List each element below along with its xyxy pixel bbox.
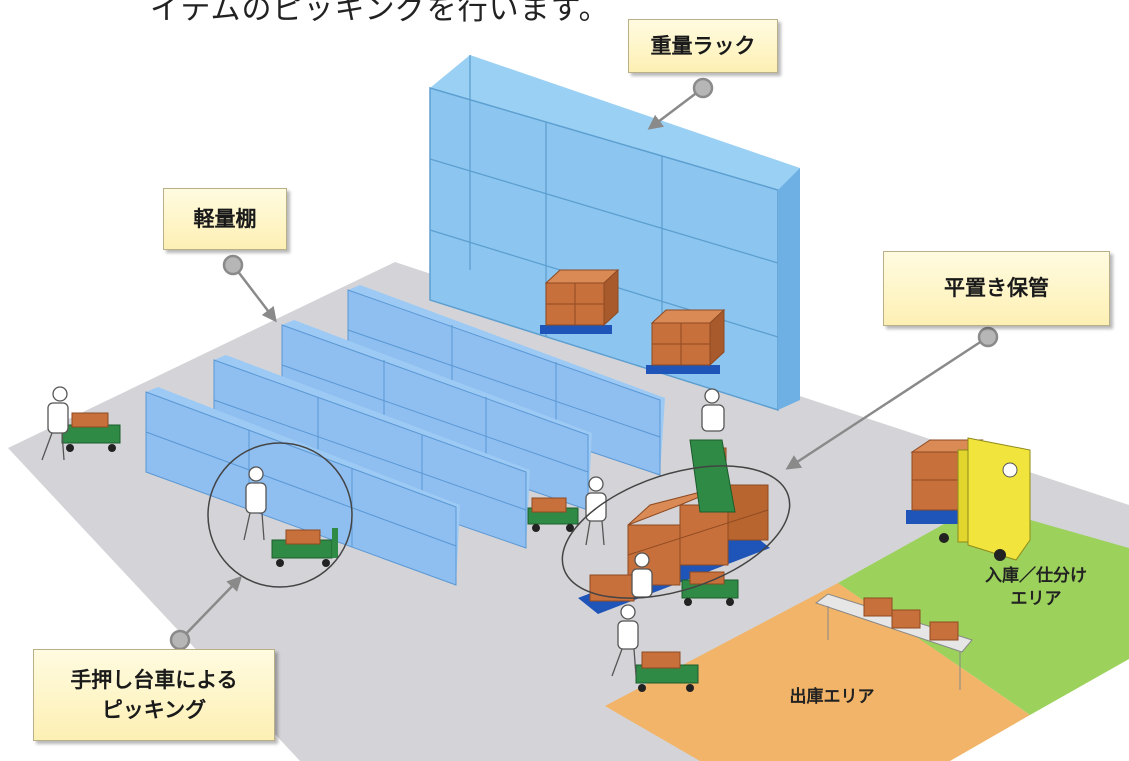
callout-pointers [169, 77, 999, 651]
floor-storage-pallets [578, 439, 770, 614]
callout-heavy-rack: 重量ラック [628, 19, 778, 73]
cart-lower [635, 651, 699, 692]
cart-left [61, 412, 121, 452]
callout-hand-cart-picking-line1: 手押し台車による [70, 667, 238, 692]
cart-middle [527, 497, 579, 532]
receiving-area-label: 入庫／仕分け エリア [966, 565, 1106, 611]
cart-floor [681, 571, 739, 606]
worker-icons [41, 386, 725, 677]
floor-storage-highlight-ellipse [561, 465, 791, 599]
callout-hand-cart-picking: 手押し台車による ピッキング [33, 649, 275, 741]
callout-heavy-rack-label: 重量ラック [650, 33, 756, 58]
receiving-area [838, 505, 1129, 715]
top-caption: イテムのピッキングを行います。 [150, 0, 610, 27]
callout-light-shelf: 軽量棚 [163, 188, 287, 250]
cart-picking [271, 528, 338, 567]
shipping-area-label: 出庫エリア [789, 687, 875, 707]
conveyor-table [814, 593, 973, 690]
callout-floor-storage: 平置き保管 [883, 251, 1110, 326]
callout-floor-storage-label: 平置き保管 [944, 276, 1049, 301]
callout-hand-cart-picking-line2: ピッキング [101, 698, 207, 722]
callout-light-shelf-label: 軽量棚 [193, 206, 257, 231]
receiving-area-label-line2: エリア [1010, 588, 1062, 609]
rack-pallet-2 [646, 308, 726, 374]
receiving-area-label-line1: 入庫／仕分け [985, 566, 1087, 586]
rack-pallet-1 [540, 268, 620, 334]
forklift [906, 437, 1031, 561]
picking-highlight-circle [207, 442, 353, 588]
light-shelf-row-4 [145, 387, 460, 586]
shipping-area [605, 583, 1030, 761]
